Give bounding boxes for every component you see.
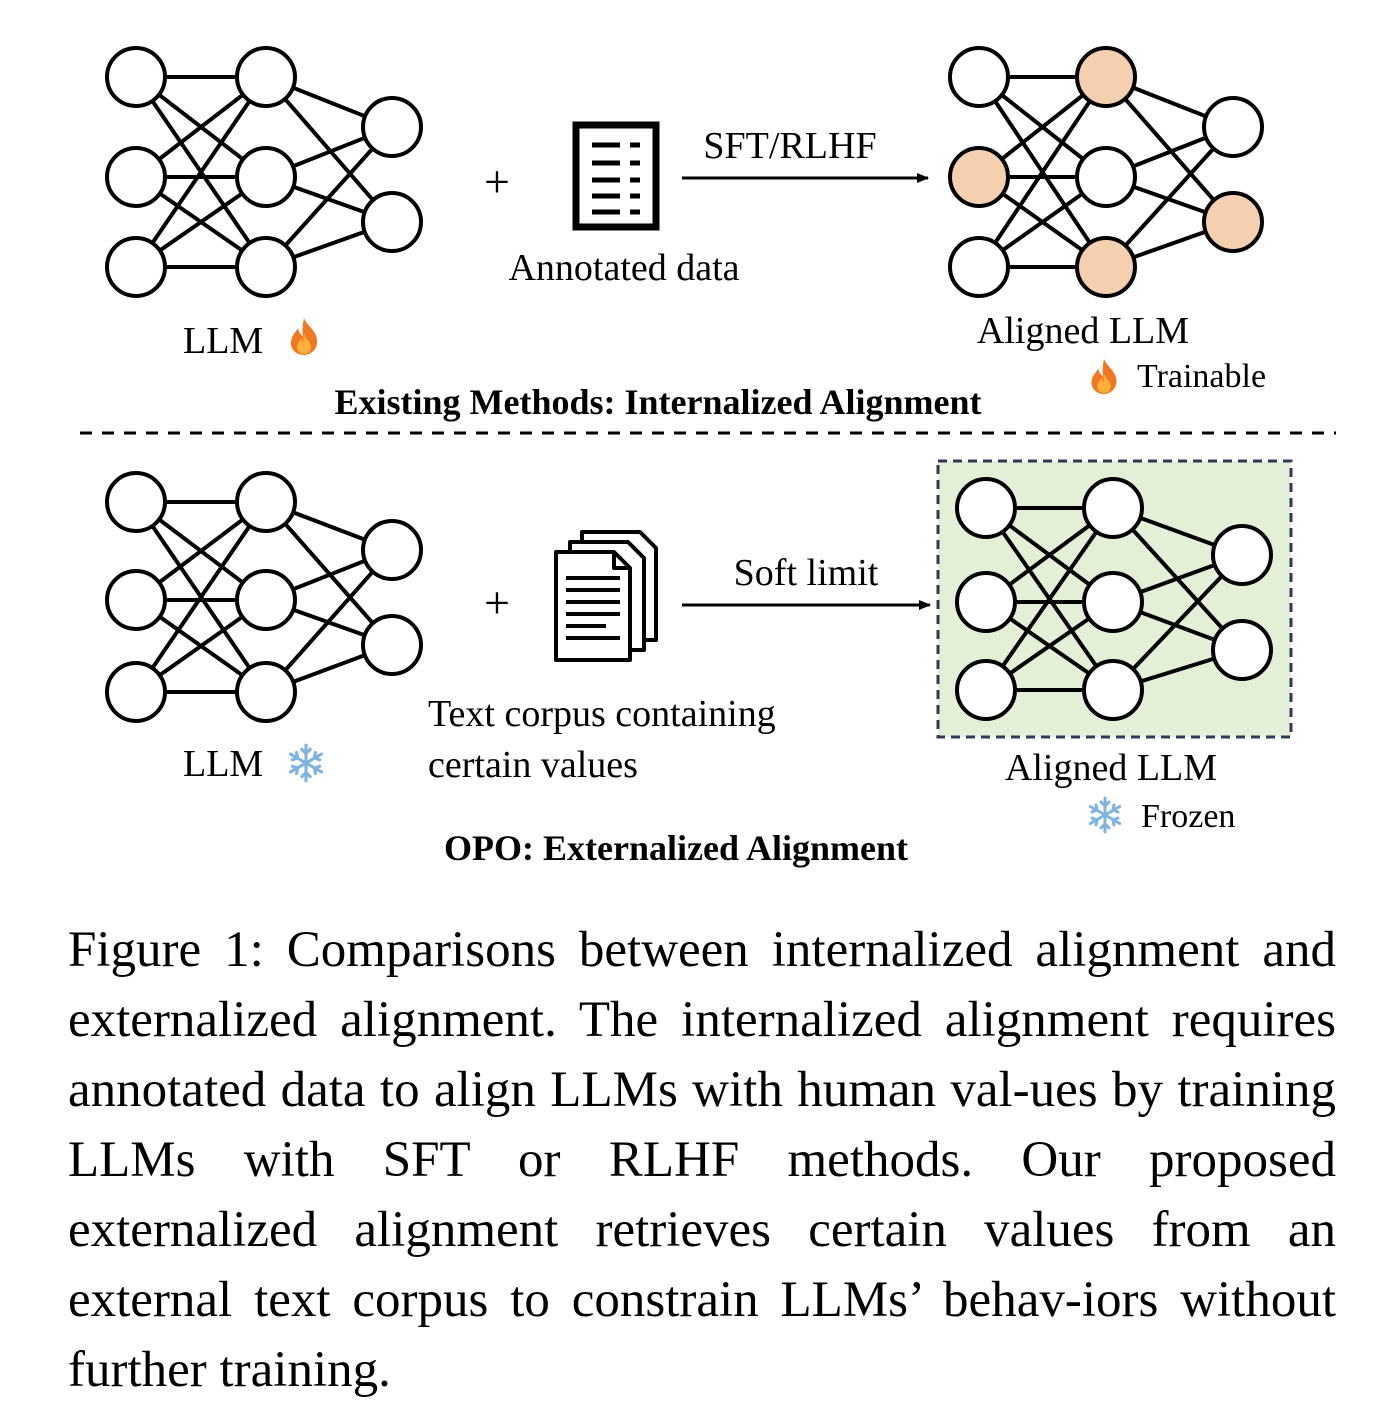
frozen-legend-label: Frozen (1141, 798, 1235, 835)
top-aligned-llm-label: Aligned LLM (977, 310, 1189, 352)
corpus-label-line2: certain values (428, 744, 638, 786)
corpus-label-line1: Text corpus containing (428, 693, 776, 735)
snowflake-icon (1088, 796, 1122, 834)
snowflake-icon (288, 743, 324, 783)
bottom-section-title: OPO: Externalized Alignment (444, 828, 908, 868)
fire-icon (290, 318, 318, 355)
figure-diagram: LLM + Annotated data SFT/RLHF Aligned LL… (80, 46, 1336, 868)
top-llm-label: LLM (183, 320, 263, 362)
top-section-title: Existing Methods: Internalized Alignment (334, 382, 981, 422)
document-stack-icon (554, 530, 658, 662)
bottom-arrow-label: Soft limit (734, 552, 879, 594)
annotated-data-label: Annotated data (508, 247, 739, 289)
top-aligned-llm-network (948, 46, 1264, 298)
bottom-aligned-llm-label: Aligned LLM (1005, 747, 1217, 789)
top-plus-sign: + (484, 156, 510, 207)
fire-icon (1091, 358, 1117, 395)
bottom-input-llm-network (105, 471, 423, 723)
top-input-llm-network (105, 46, 423, 298)
document-list-icon (572, 121, 660, 231)
figure-caption: Figure 1: Comparisons between internaliz… (68, 922, 1336, 1398)
bottom-plus-sign: + (484, 577, 510, 628)
trainable-legend-label: Trainable (1137, 358, 1266, 395)
bottom-llm-label: LLM (183, 743, 263, 785)
bottom-aligned-llm-network (955, 477, 1273, 721)
top-arrow-label: SFT/RLHF (703, 125, 876, 167)
